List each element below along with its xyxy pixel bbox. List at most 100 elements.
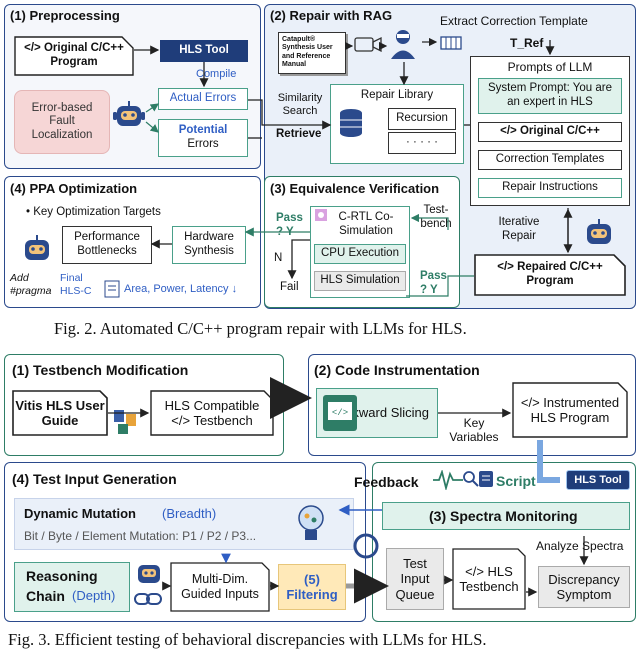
step5-label: (5) xyxy=(304,571,320,587)
breadth-label: (Breadth) xyxy=(162,506,217,521)
equivalence-title: (3) Equivalence Verification xyxy=(270,181,440,196)
t-ref-label: T_Ref xyxy=(510,36,544,50)
repaired-program-label: </> Repaired C/C++ Program xyxy=(497,261,603,287)
fig2-caption: Fig. 2. Automated C/C++ program repair w… xyxy=(54,319,467,338)
chain-label: Chain xyxy=(26,588,65,604)
potential-label: Potential xyxy=(178,124,228,137)
hls-compatible-box: HLS Compatible </> Testbench xyxy=(150,390,274,436)
add-pragma-label: Add #pragma xyxy=(10,272,52,297)
ppa-metrics-label: Area, Power, Latency ↓ xyxy=(124,283,238,295)
original-program-doc-shape xyxy=(14,36,134,76)
hls-testbench-box: </> HLS Testbench xyxy=(452,548,526,610)
cosim-icon xyxy=(315,209,327,221)
test-input-queue-box: Test Input Queue xyxy=(386,548,444,610)
multi-dim-box: Multi-Dim. Guided Inputs xyxy=(170,562,270,612)
multi-dim-label: Multi-Dim. Guided Inputs xyxy=(181,572,259,601)
instrumented-box: </> Instrumented HLS Program xyxy=(512,382,628,438)
prompt-original-label: </> Original C/C++ xyxy=(500,125,600,138)
dynamic-mutation-label: Dynamic Mutation xyxy=(24,506,136,521)
similarity-search-label: Similarity Search xyxy=(277,92,323,118)
actual-errors-box: Actual Errors xyxy=(158,88,248,110)
recursion-box: Recursion xyxy=(388,108,456,130)
hls-simulation-label: HLS Simulation xyxy=(320,274,400,287)
prompt-instructions-box: Repair Instructions xyxy=(478,178,622,198)
iterative-repair-label: Iterative Repair xyxy=(498,216,540,242)
analyze-spectra-label: Analyze Spectra xyxy=(536,539,624,553)
original-program-box: </> Original C/C++ Program xyxy=(14,36,134,76)
chip-doc-icon xyxy=(104,280,120,298)
vitis-doc-shape xyxy=(12,390,108,436)
hls-tool-box: HLS Tool xyxy=(160,40,248,62)
fault-localization-label: Error-based Fault Localization xyxy=(31,101,93,141)
llm-robot-icon-rag xyxy=(587,219,611,244)
pass-y-label-2: Pass ? Y xyxy=(420,270,447,296)
instrumented-doc-shape xyxy=(512,382,628,438)
vitis-guide-label: Vitis HLS User Guide xyxy=(15,397,105,428)
final-hlsc-label: Final HLS-C xyxy=(60,272,92,297)
hls-simulation-box: HLS Simulation xyxy=(314,271,406,291)
repaired-program-doc-shape xyxy=(474,254,626,296)
pass-y-label-1: Pass ? Y xyxy=(276,212,303,238)
hls-tool-badge: HLS Tool xyxy=(566,470,630,490)
database-icon xyxy=(340,109,362,137)
testbench-label: Test-bench xyxy=(420,204,452,230)
test-input-title-text: (4) Test Input Generation xyxy=(12,471,177,487)
reasoning-label: Reasoning xyxy=(26,568,98,584)
manual-doc: Catapult® Synthesis User and Reference M… xyxy=(278,32,346,74)
chain-link-icon xyxy=(134,593,162,605)
llm-robot-icon xyxy=(113,101,145,126)
depth-label: (Depth) xyxy=(72,588,116,603)
code-instr-title-text: (2) Code Instrumentation xyxy=(314,362,480,378)
library-dots: · · · · · xyxy=(406,136,438,149)
vitis-guide-box: Vitis HLS User Guide xyxy=(12,390,108,436)
llm-robot-icon-fig3 xyxy=(138,565,160,583)
repair-rag-title: (2) Repair with RAG xyxy=(270,8,393,23)
hls-compatible-label: HLS Compatible </> Testbench xyxy=(164,397,260,428)
potential-errors-box: Potential Errors xyxy=(158,119,248,157)
filtering-box: (5) Filtering xyxy=(278,564,346,610)
key-variables-label: Key Variables xyxy=(449,416,499,445)
files-icon xyxy=(114,410,136,434)
compile-label: Compile xyxy=(196,68,237,80)
system-prompt-box: System Prompt: You are an expert in HLS xyxy=(478,78,622,114)
test-input-title: (4) Test Input Generation xyxy=(12,471,177,487)
instrumented-label: </> Instrumented HLS Program xyxy=(520,394,620,425)
cpu-execution-label: CPU Execution xyxy=(321,247,399,260)
filtering-label: Filtering xyxy=(286,587,338,602)
magnifier-icon xyxy=(463,471,479,487)
prompt-original-box: </> Original C/C++ xyxy=(478,122,622,142)
key-targets-label: • Key Optimization Targets xyxy=(26,206,161,218)
cpu-execution-box: CPU Execution xyxy=(314,244,406,264)
hls-testbench-doc-shape-2 xyxy=(452,548,526,610)
waveform-icon xyxy=(433,470,463,490)
spectra-title: (3) Spectra Monitoring xyxy=(429,507,578,524)
prompt-templates-box: Correction Templates xyxy=(478,150,622,170)
hls-tool-badge-label: HLS Tool xyxy=(574,473,622,486)
n-label: N xyxy=(274,252,283,264)
multi-dim-doc-shape xyxy=(170,562,270,612)
repaired-program-box: </> Repaired C/C++ Program xyxy=(474,254,626,296)
llm-robot-icon-ppa xyxy=(25,235,49,260)
script-icon xyxy=(479,471,493,487)
prompt-templates-label: Correction Templates xyxy=(495,153,605,166)
code-slice-icon: </> xyxy=(323,395,357,431)
actual-errors-label: Actual Errors xyxy=(169,92,237,105)
spectra-title-box: (3) Spectra Monitoring xyxy=(382,502,630,530)
hls-tool-label: HLS Tool xyxy=(179,44,229,57)
extract-template-label: Extract Correction Template xyxy=(440,14,588,28)
testbench-mod-title: (1) Testbench Modification xyxy=(12,362,188,378)
camera-icon xyxy=(354,36,382,52)
prompts-title: Prompts of LLM xyxy=(507,60,593,74)
prompt-instructions-label: Repair Instructions xyxy=(502,181,598,194)
hardware-label: Hardware Synthesis xyxy=(184,231,234,257)
system-prompt-label: System Prompt: You are an expert in HLS xyxy=(487,82,612,108)
engineer-icon xyxy=(391,30,415,59)
fault-localization-box: Error-based Fault Localization xyxy=(14,90,110,154)
test-input-queue-label: Test Input Queue xyxy=(395,556,435,602)
testbench-mod-title-text: (1) Testbench Modification xyxy=(12,362,189,378)
repair-library-label: Repair Library xyxy=(360,89,434,101)
fig3-caption: Fig. 3. Efficient testing of behavioral … xyxy=(8,630,487,649)
retrieve-label: Retrieve xyxy=(276,128,322,140)
hls-testbench-label: </> HLS Testbench xyxy=(459,563,519,594)
recursion-label: Recursion xyxy=(396,112,448,125)
